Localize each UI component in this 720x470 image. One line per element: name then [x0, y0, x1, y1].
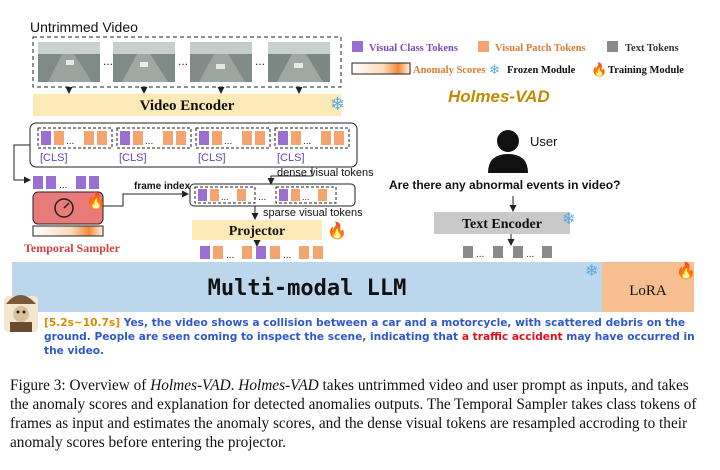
multimodal-llm-box: [12, 262, 602, 312]
svg-text:...: ...: [103, 54, 113, 68]
svg-text:...: ...: [303, 136, 311, 147]
answer-output: [5.2s~10.7s] Yes, the video shows a coll…: [44, 317, 695, 357]
sparse-tokens-label: sparse visual tokens: [263, 207, 363, 219]
video-frames-box: [32, 36, 342, 88]
frame-index-arrow: [103, 190, 189, 207]
legend-patch-swatch: [478, 41, 489, 52]
lora-fire-icon: 🔥: [676, 261, 696, 280]
holmes-vad-diagram: Untrimmed Video ... ... ... Video Encode…: [4, 19, 696, 357]
projector-output-tokens: ... ...: [200, 246, 323, 261]
video-frame-3: [190, 42, 252, 82]
legend-frozen-module: Frozen Module: [507, 65, 576, 76]
dense-group-1: ... [CLS]: [37, 127, 113, 164]
legend-class-swatch: [352, 41, 363, 52]
multimodal-llm-label: Multi-modal LLM: [208, 276, 407, 301]
video-encoder-box: [33, 94, 341, 116]
svg-text:[CLS]: [CLS]: [198, 152, 226, 164]
svg-text:...: ...: [476, 249, 484, 260]
legend: Visual Class Tokens Visual Patch Tokens …: [351, 41, 684, 77]
svg-text:...: ...: [258, 192, 266, 203]
dense-token-groups: ... [CLS] ... [CLS] ... [CLS] ... [CLS]: [37, 127, 350, 164]
sparse-token-groups: ... ... ...: [194, 186, 337, 204]
answer-time-range: [5.2s~10.7s]: [44, 317, 121, 329]
frame-ellipsis: ... ... ...: [103, 54, 265, 68]
video-frame-4: [268, 42, 330, 82]
svg-text:[CLS]: [CLS]: [119, 152, 147, 164]
legend-training-module: Training Module: [608, 65, 684, 76]
cls-to-sampler-arrow: [13, 144, 31, 184]
text-encoder-box: [434, 212, 570, 234]
video-frame-1: [38, 42, 100, 82]
svg-text:...: ...: [255, 54, 265, 68]
answer-highlight: a traffic accident: [461, 331, 563, 343]
legend-snowflake-icon: ❄: [489, 62, 500, 77]
frame-index-label: frame index: [134, 181, 191, 192]
svg-text:[CLS]: [CLS]: [40, 152, 68, 164]
svg-text:...: ...: [59, 180, 67, 191]
user-icon: [488, 130, 528, 173]
legend-anomaly-scores: Anomaly Scores: [413, 65, 485, 76]
projector-fire-icon: 🔥: [327, 221, 347, 240]
legend-text-swatch: [607, 41, 618, 52]
svg-text:...: ...: [221, 192, 229, 202]
user-label: User: [530, 134, 558, 149]
dense-group-2: ... [CLS]: [116, 127, 192, 164]
legend-anomaly-swatch: [351, 62, 411, 75]
dense-group-4: ... [CLS]: [274, 127, 350, 164]
user-question: Are there any abnormal events in video?: [389, 178, 620, 192]
sampler-fire-icon: 🔥: [86, 191, 106, 210]
sampler-anomaly-bar: [32, 225, 104, 237]
svg-text:...: ...: [66, 136, 74, 147]
answer-text-after: may have occurred in the video.: [44, 331, 695, 357]
temporal-sampler-label: Temporal Sampler: [24, 241, 121, 255]
lora-box: [602, 262, 694, 312]
video-frames: [38, 42, 330, 82]
temporal-sampler-box: [32, 191, 104, 225]
svg-text:...: ...: [224, 136, 232, 147]
text-encoder-label: Text Encoder: [462, 217, 542, 232]
svg-text:[CLS]: [CLS]: [277, 152, 305, 164]
holmes-avatar: [4, 295, 38, 332]
lora-label: LoRA: [629, 283, 667, 299]
legend-visual-patch-tokens: Visual Patch Tokens: [495, 43, 586, 54]
llm-snowflake-icon: ❄: [585, 263, 598, 280]
text-encoder-snowflake-icon: ❄: [562, 211, 575, 228]
text-tokens: ... ...: [463, 246, 552, 260]
figure-caption: Figure 3: Overview of Holmes-VAD. Holmes…: [10, 377, 697, 451]
legend-visual-class-tokens: Visual Class Tokens: [369, 43, 458, 54]
video-encoder-label: Video Encoder: [140, 98, 235, 114]
video-encoder-snowflake-icon: ❄: [330, 94, 345, 114]
dense-tokens-label: dense visual tokens: [277, 167, 374, 179]
video-frame-2: [113, 42, 175, 82]
projector-box: [192, 220, 322, 240]
answer-text-before: Yes, the video shows a collision between…: [44, 317, 686, 343]
legend-fire-icon: 🔥: [591, 62, 607, 77]
untrimmed-video-label: Untrimmed Video: [30, 19, 138, 35]
svg-text:...: ...: [226, 250, 234, 261]
svg-text:...: ...: [145, 136, 153, 147]
dense-to-sparse-arrow: [267, 167, 313, 185]
projector-label: Projector: [229, 224, 285, 239]
dense-group-3: ... [CLS]: [195, 127, 271, 164]
sampler-input-tokens: ...: [33, 176, 99, 191]
legend-text-tokens: Text Tokens: [625, 43, 679, 54]
svg-text:...: ...: [178, 54, 188, 68]
svg-text:...: ...: [526, 249, 534, 260]
svg-text:...: ...: [302, 192, 310, 202]
brand-title: Holmes-VAD: [448, 87, 550, 106]
svg-text:...: ...: [283, 250, 291, 261]
sparse-tokens-box: [189, 183, 356, 207]
sampler-gauge-icon: [54, 198, 74, 218]
